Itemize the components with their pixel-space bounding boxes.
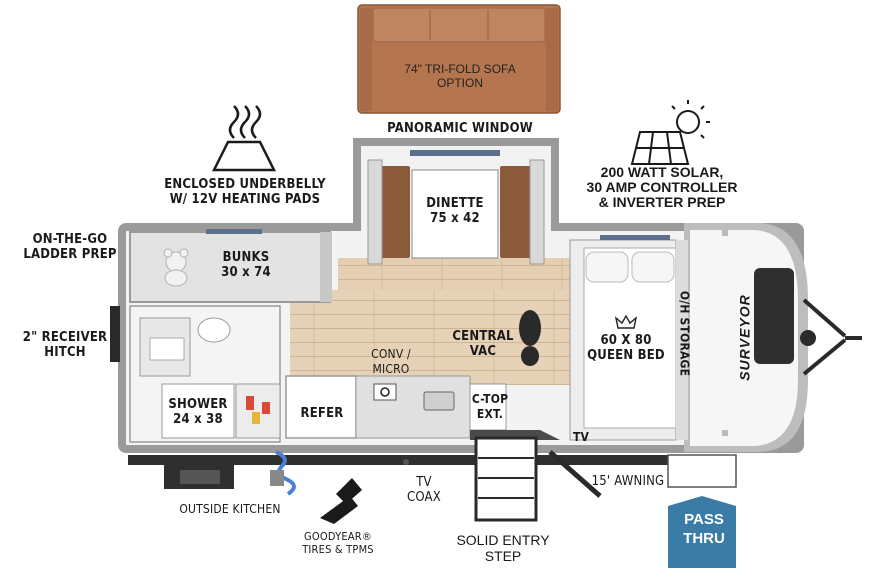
c-top-label: C-TOP EXT.: [471, 392, 509, 421]
sofa-option-label: 74" TRI-FOLD SOFA OPTION: [404, 62, 516, 90]
awning-arm: [548, 450, 602, 498]
queen-bed-label: 60 X 80 QUEEN BED: [587, 333, 665, 363]
pass-thru-door: [667, 454, 737, 488]
central-vac-label: CENTRAL VAC: [452, 329, 514, 359]
goodyear-label: GOODYEAR® TIRES & TPMS: [302, 530, 374, 556]
heating-icon: [211, 105, 277, 172]
underbelly-label: ENCLOSED UNDERBELLY W/ 12V HEATING PADS: [164, 177, 326, 207]
refer-label: REFER: [300, 406, 344, 421]
brand-logo: SURVEYOR: [736, 294, 753, 381]
pass-thru-label: PASS THRU: [683, 511, 725, 547]
ladder-prep-label: ON-THE-GO LADDER PREP: [23, 232, 117, 262]
entry-step-label: SOLID ENTRY STEP: [456, 532, 550, 564]
oh-storage-label: O/H STORAGE: [677, 290, 692, 377]
dinette-area: [367, 150, 545, 265]
crown-icon: [614, 314, 638, 329]
rear-receiver-hitch: [110, 306, 120, 362]
panoramic-window-label: PANORAMIC WINDOW: [387, 121, 533, 136]
goodyear-icon: [320, 478, 362, 524]
pass-thru-badge: [668, 496, 736, 568]
solar-panel-icon: [630, 100, 710, 165]
bunks-label: BUNKS 30 x 74: [221, 250, 271, 280]
tri-fold-sofa: [357, 4, 561, 114]
solar-label: 200 WATT SOLAR, 30 AMP CONTROLLER & INVE…: [586, 164, 738, 210]
outside-kitchen-label: OUTSIDE KITCHEN: [179, 502, 281, 516]
teddy-bear-icon: [163, 248, 189, 287]
towel-icon: [246, 396, 270, 414]
undercarriage: [128, 450, 680, 496]
awning-label: 15' AWNING: [591, 474, 665, 489]
conv-micro-label: CONV / MICRO: [371, 347, 411, 376]
bathroom: [129, 305, 281, 443]
receiver-hitch-label: 2" RECEIVER HITCH: [22, 330, 108, 360]
a-frame-hitch: [800, 298, 862, 376]
front-cap: [722, 230, 794, 436]
boot-print-icon: [519, 310, 541, 366]
queen-bed: [569, 235, 688, 441]
dinette-label: DINETTE 75 x 42: [426, 196, 484, 226]
bunks-area: [129, 229, 332, 303]
tv-label: TV: [572, 430, 590, 444]
entry-step: [474, 436, 538, 522]
tv-coax-label: TV COAX: [407, 475, 441, 505]
shower-label: SHOWER 24 x 38: [168, 397, 228, 427]
